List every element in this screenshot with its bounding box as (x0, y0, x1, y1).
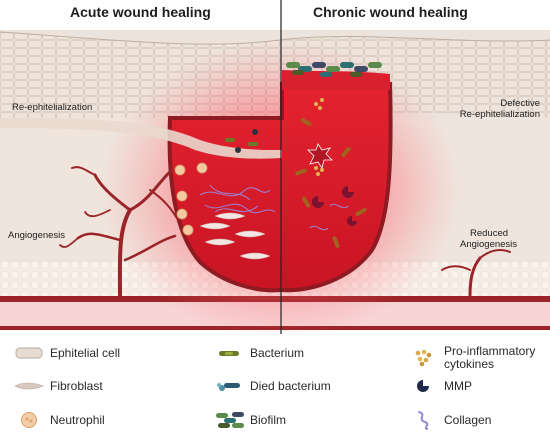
collagen-fibers (199, 184, 276, 214)
legend-label: Collagen (444, 412, 492, 427)
bacterium-icon (214, 345, 244, 361)
chronic-title: Chronic wound healing (313, 4, 468, 20)
legend-label: Neutrophil (50, 412, 105, 427)
fibroblasts (199, 212, 271, 260)
mmps (312, 186, 357, 226)
fibroblast-icon (14, 378, 44, 394)
epithelial-cell-icon (14, 345, 44, 361)
left-bacteria (225, 129, 258, 153)
legend-label: MMP (444, 378, 472, 393)
neutrophil-icon (14, 412, 44, 428)
diagram-canvas (0, 0, 550, 335)
legend-item: Neutrophil (14, 412, 105, 428)
reepithelialization-label: Re-ephitelialization (12, 102, 93, 113)
died-bacterium-icon (214, 378, 244, 394)
legend-label: Died bacterium (250, 378, 331, 393)
chronic-wound-top (282, 70, 390, 90)
legend-label: Pro-inflammatory cytokines (444, 344, 536, 371)
legend-item: Biofilm (214, 412, 286, 428)
legend-item: Died bacterium (214, 378, 331, 394)
reduced-angiogenesis-label: Angiogenesis (460, 239, 518, 250)
neutrophils (174, 162, 208, 236)
legend-label: Biofilm (250, 412, 287, 427)
biofilm-icon (214, 412, 244, 428)
right-blood-vessels (441, 249, 511, 298)
chronic-collagen (309, 203, 349, 231)
legend-item: Pro-inflammatory cytokines (408, 345, 535, 371)
legend-item: Bacterium (214, 345, 304, 361)
cytokines (314, 98, 324, 176)
mmp-icon (408, 378, 438, 394)
reepithelial-tongue (0, 118, 282, 159)
reduced-label: Reduced (470, 228, 509, 239)
legend-label: Fibroblast (50, 378, 103, 393)
legend-item: Ephitelial cell (14, 345, 120, 361)
collagen-icon (408, 411, 438, 430)
legend-label: Ephitelial cell (50, 345, 121, 360)
defective-label: Defective (500, 98, 540, 109)
defective-reepithelialization-label: Re-ephitelialization (459, 109, 540, 120)
angiogenesis-label: Angiogenesis (8, 230, 66, 241)
legend-item: Fibroblast (14, 378, 103, 394)
cytokine-burst (307, 143, 333, 169)
legend-label: Bacterium (250, 345, 305, 360)
acute-title: Acute wound healing (70, 4, 211, 20)
legend-item: MMP (408, 378, 472, 394)
legend-item: Collagen (408, 411, 492, 430)
cytokines-icon (408, 349, 438, 367)
biofilm (286, 62, 382, 77)
chronic-bacteria (295, 118, 367, 248)
left-blood-vessels (59, 166, 179, 298)
